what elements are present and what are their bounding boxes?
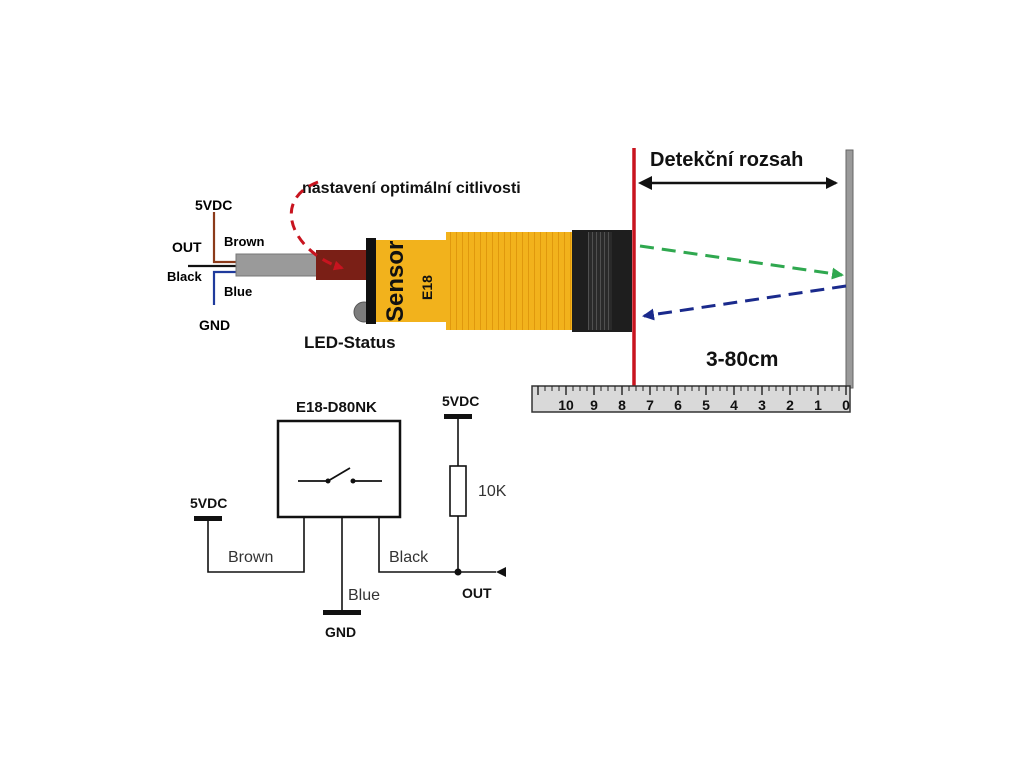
schematic-black-label: Black [389, 549, 429, 566]
emitted-beam-arrow [639, 244, 844, 280]
schematic-vcc-right-label: 5VDC [442, 393, 479, 409]
vcc-left-bar [194, 516, 222, 521]
blue-label: Blue [224, 284, 252, 299]
adjust-arrow [289, 180, 344, 271]
adjust-label: nastavení optimální citlivosti [302, 180, 521, 197]
out-arrow-head [496, 567, 506, 577]
sensor-cable [235, 253, 321, 277]
gnd-label: GND [199, 317, 230, 333]
range-title: Detekční rozsah [650, 149, 803, 171]
schematic-blue-label: Blue [348, 587, 380, 604]
black-label: Black [167, 269, 202, 284]
ruler-tick-label: 6 [674, 397, 682, 413]
ruler-tick-label: 2 [786, 397, 794, 413]
target-plate [845, 149, 854, 389]
ruler-tick-label: 10 [558, 397, 574, 413]
sensor-cable-cap [316, 250, 370, 280]
switch-symbol [298, 467, 382, 484]
brown-label: Brown [224, 234, 265, 249]
sensor-rear-rim [366, 238, 376, 324]
resistor-10k [449, 465, 467, 517]
ruler-tick-label: 9 [590, 397, 598, 413]
range-arrow-left-head [638, 176, 652, 190]
schematic-gnd-label: GND [325, 624, 356, 640]
ruler-tick-label: 8 [618, 397, 626, 413]
blue-wire [212, 270, 236, 305]
sensor-body-threaded [446, 232, 572, 330]
ruler-tick-label: 5 [702, 397, 710, 413]
wire-stub-group [188, 212, 236, 305]
range-value: 3-80cm [706, 348, 778, 371]
ruler-tick-label: 7 [646, 397, 654, 413]
resistor-label: 10K [478, 483, 507, 500]
schematic-vcc-left-label: 5VDC [190, 495, 227, 511]
sensor-model-text: E18 [419, 275, 435, 300]
ruler-tick-label: 3 [758, 397, 766, 413]
gnd-bar [323, 610, 361, 615]
brown-connection [207, 517, 305, 573]
ruler-tick-label: 0 [842, 397, 850, 413]
sensor-text: Sensor [382, 241, 409, 322]
out-label: OUT [172, 239, 202, 255]
sensor-lens-grooves [588, 232, 612, 330]
ruler-minor-ticks [537, 386, 847, 395]
schematic-out-label: OUT [462, 585, 492, 601]
ruler-tick-label: 4 [730, 397, 738, 413]
sensor-block [276, 419, 402, 519]
vcc-right-bar [444, 414, 472, 419]
reflected-beam-arrow [642, 284, 847, 321]
led-status-label: LED-Status [304, 333, 396, 352]
vcc-label: 5VDC [195, 197, 232, 213]
schematic-brown-label: Brown [228, 549, 273, 566]
schematic-model-label: E18-D80NK [296, 399, 377, 416]
brown-wire [212, 212, 236, 264]
sensor-body-plain [376, 240, 446, 322]
ruler-tick-label: 1 [814, 397, 822, 413]
